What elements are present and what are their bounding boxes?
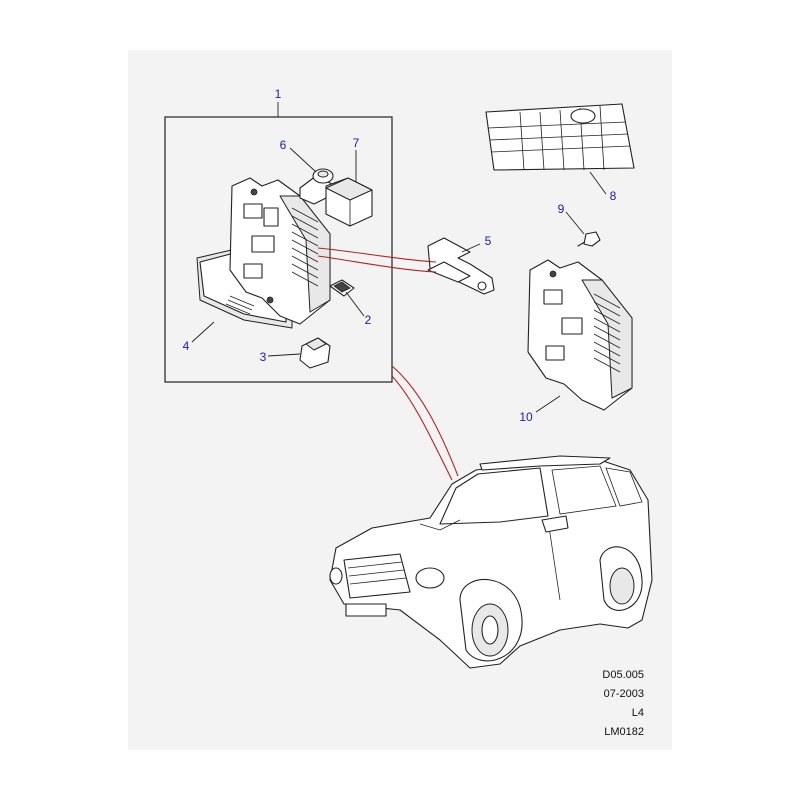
- callout-1: 1: [275, 87, 282, 101]
- callout-10: 10: [519, 410, 533, 424]
- callout-2: 2: [365, 313, 372, 327]
- leader-lines: [191, 147, 607, 413]
- reference-block: D05.005 07-2003 L4 LM0182: [524, 668, 644, 739]
- bulb-holder-part: [299, 168, 334, 205]
- bracket-part: [427, 237, 495, 295]
- callout-9: 9: [558, 202, 565, 216]
- relay-part: [325, 177, 373, 227]
- callout-4: 4: [183, 339, 190, 353]
- reference-drawing-number: LM0182: [604, 726, 644, 738]
- screw-part: [577, 231, 601, 247]
- fuse-label-card-part: [485, 103, 635, 171]
- callout-6: 6: [280, 138, 287, 152]
- fuse-part: [329, 279, 355, 297]
- callout-3: 3: [260, 350, 267, 364]
- vehicle-illustration: [329, 455, 653, 669]
- callout-8: 8: [610, 189, 617, 203]
- reference-date: 07-2003: [603, 688, 644, 700]
- callout-5: 5: [485, 234, 492, 248]
- callout-7: 7: [353, 136, 360, 150]
- assembly-frame: [164, 116, 393, 383]
- fuse-puller-part: [299, 337, 331, 369]
- fuse-box-carrier-part: [527, 259, 633, 411]
- reference-level: L4: [631, 707, 644, 719]
- reference-code: D05.005: [602, 669, 644, 681]
- link-lines: [317, 247, 459, 481]
- fuse-box-body-part: [229, 177, 331, 325]
